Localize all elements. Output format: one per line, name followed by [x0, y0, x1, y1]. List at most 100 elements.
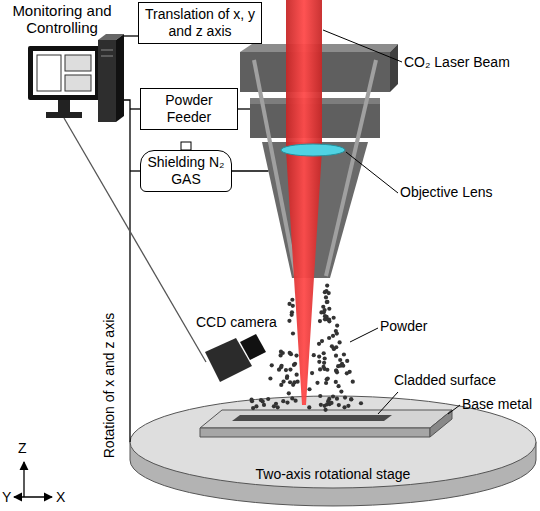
powder-dot: [349, 397, 353, 401]
stage-top: [130, 396, 536, 488]
powder-dot: [318, 367, 322, 371]
powder-dot: [327, 319, 331, 323]
powder-dot: [318, 319, 322, 323]
powder-dot: [325, 368, 329, 372]
powder-dot: [288, 351, 292, 355]
powder-dot: [294, 353, 298, 357]
process-box: Translation of x, y and z axis: [138, 2, 262, 44]
powder-dot: [288, 367, 292, 371]
powder-dot: [307, 405, 311, 409]
callout-label: Objective Lens: [400, 184, 493, 201]
powder-dot: [318, 394, 322, 398]
leader-line: [378, 392, 398, 414]
powder-dot: [325, 283, 329, 287]
powder-dot: [281, 399, 285, 403]
wire: [130, 170, 140, 171]
powder-dot: [291, 331, 295, 335]
monitor-screen: [33, 51, 95, 95]
powder-particles: [249, 283, 363, 411]
powder-dot: [312, 353, 316, 357]
screen-panel: [65, 55, 91, 71]
powder-dot: [322, 310, 326, 314]
base-metal-front: [200, 428, 430, 437]
powder-dot: [322, 361, 326, 365]
tower-front: [98, 40, 116, 122]
powder-dot: [323, 408, 327, 412]
control-bus: [124, 100, 130, 442]
wire: [238, 108, 250, 109]
screen-panel: [65, 75, 91, 91]
powder-dot: [268, 376, 272, 380]
powder-dot: [320, 339, 324, 343]
powder-dot: [323, 404, 327, 408]
cladded-bead: [232, 415, 392, 421]
callout-label: Base metal: [462, 396, 532, 413]
powder-dot: [336, 384, 340, 388]
powder-dot: [341, 364, 345, 368]
powder-dot: [287, 391, 291, 395]
box-label: Powder Feeder: [147, 92, 231, 126]
wire: [232, 170, 268, 171]
powder-dot: [337, 403, 341, 407]
gas-tank: Shielding N₂ GAS: [140, 150, 232, 192]
powder-dot: [281, 351, 285, 355]
wire: [130, 108, 140, 109]
powder-dot: [323, 356, 327, 360]
powder-dot: [287, 302, 291, 306]
powder-dot: [345, 371, 349, 375]
powder-dot: [334, 345, 338, 349]
powder-dot: [327, 307, 331, 311]
powder-dot: [254, 404, 258, 408]
powder-dot: [250, 399, 254, 403]
monitor-frame: [28, 46, 100, 100]
powder-dot: [279, 364, 283, 368]
powder-dot: [325, 300, 329, 304]
powder-dot: [315, 381, 319, 385]
leader-line: [323, 30, 402, 62]
powder-dot: [317, 355, 321, 359]
laser-beam: [286, 0, 322, 405]
powder-dot: [351, 380, 355, 384]
powder-dot: [290, 313, 294, 317]
powder-dot: [285, 376, 289, 380]
axis-label: Y: [2, 489, 11, 506]
powder-dot: [292, 363, 296, 367]
powder-dot: [334, 329, 338, 333]
box-label: Shielding N₂ GAS: [147, 154, 225, 188]
powder-dot: [331, 394, 335, 398]
powder-dot: [342, 352, 346, 356]
powder-dot: [276, 405, 280, 409]
powder-dot: [330, 344, 334, 348]
powder-dot: [332, 316, 336, 320]
process-box: Powder Feeder: [140, 88, 238, 130]
powder-dot: [319, 403, 323, 407]
powder-dot: [339, 389, 343, 393]
callout-label: CO₂ Laser Beam: [404, 54, 510, 71]
axis-label: Z: [18, 440, 27, 457]
tower-slot: [101, 56, 113, 57]
powder-dot: [338, 358, 342, 362]
powder-dot: [285, 400, 289, 404]
powder-dot: [293, 399, 297, 403]
screen-panel: [37, 55, 61, 91]
powder-dot: [335, 323, 339, 327]
powder-dot: [261, 399, 265, 403]
base-metal-top: [200, 410, 452, 428]
leader-line: [346, 152, 398, 193]
camera-lens: [240, 334, 266, 360]
powder-dot: [310, 371, 314, 375]
powder-dot: [323, 290, 327, 294]
powder-dot: [287, 319, 291, 323]
powder-dot: [334, 380, 338, 384]
axis-arrow: [14, 496, 52, 497]
objective-lens: [281, 144, 345, 156]
powder-dot: [270, 363, 274, 367]
powder-dot: [342, 405, 346, 409]
powder-dot: [335, 370, 339, 374]
powder-dot: [279, 383, 283, 387]
powder-dot: [324, 295, 328, 299]
powder-dot: [327, 336, 331, 340]
